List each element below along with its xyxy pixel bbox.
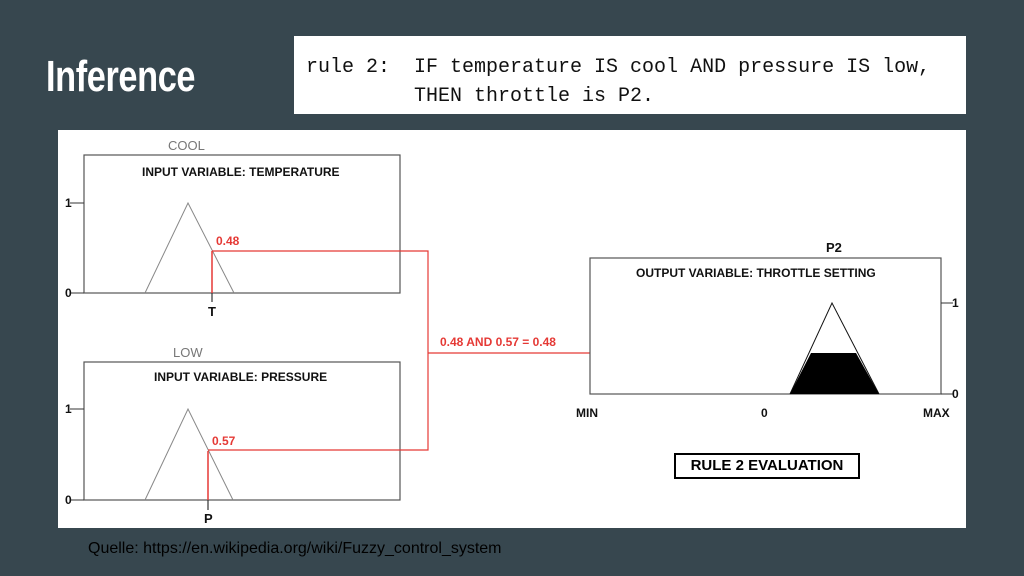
output-clipped-area	[790, 353, 879, 394]
min-connector-line	[208, 250, 429, 451]
output-zero-label: 0	[761, 406, 768, 420]
output-min-label: MIN	[576, 406, 598, 420]
output-set-name: P2	[826, 240, 842, 255]
output-box-title: OUTPUT VARIABLE: THROTTLE SETTING	[636, 266, 876, 280]
temperature-box	[83, 154, 401, 294]
temperature-axis-1: 1	[65, 196, 72, 210]
pressure-membership-triangle	[144, 407, 234, 501]
temperature-panel: COOL INPUT VARIABLE: TEMPERATURE 1 0 T 0…	[65, 138, 401, 319]
pressure-input-label: P	[204, 511, 213, 526]
fuzzy-inference-diagram: COOL INPUT VARIABLE: TEMPERATURE 1 0 T 0…	[58, 130, 966, 528]
diagram-canvas: COOL INPUT VARIABLE: TEMPERATURE 1 0 T 0…	[65, 138, 959, 526]
pressure-set-name: LOW	[173, 345, 203, 360]
temperature-axis-0: 0	[65, 286, 72, 300]
output-max-label: MAX	[923, 406, 950, 420]
temperature-set-name: COOL	[168, 138, 205, 153]
temperature-input-label: T	[208, 304, 216, 319]
output-box	[589, 257, 942, 395]
temperature-box-title: INPUT VARIABLE: TEMPERATURE	[142, 165, 340, 179]
temperature-membership-triangle	[144, 201, 235, 294]
temperature-membership-value: 0.48	[216, 234, 240, 248]
pressure-axis-0: 0	[65, 493, 72, 507]
pressure-panel: LOW INPUT VARIABLE: PRESSURE 1 0 P 0.57	[65, 345, 401, 526]
pressure-box	[83, 361, 401, 501]
rule-box: rule 2: IF temperature IS cool AND press…	[294, 36, 966, 114]
combination-label: 0.48 AND 0.57 = 0.48	[440, 335, 556, 349]
pressure-membership-value: 0.57	[212, 434, 236, 448]
source-citation: Quelle: https://en.wikipedia.org/wiki/Fu…	[88, 540, 502, 557]
slide-title: Inference	[46, 52, 196, 101]
output-panel: P2 OUTPUT VARIABLE: THROTTLE SETTING 1 0…	[576, 240, 959, 420]
rule-line-consequence: THEN throttle is P2.	[306, 85, 655, 108]
rule-evaluation-label: RULE 2 EVALUATION	[674, 453, 860, 479]
output-membership-triangle	[789, 301, 880, 395]
output-axis-1: 1	[952, 296, 959, 310]
pressure-axis-1: 1	[65, 402, 72, 416]
rule-line-condition: rule 2: IF temperature IS cool AND press…	[306, 56, 931, 79]
pressure-box-title: INPUT VARIABLE: PRESSURE	[154, 370, 327, 384]
output-axis-0: 0	[952, 387, 959, 401]
